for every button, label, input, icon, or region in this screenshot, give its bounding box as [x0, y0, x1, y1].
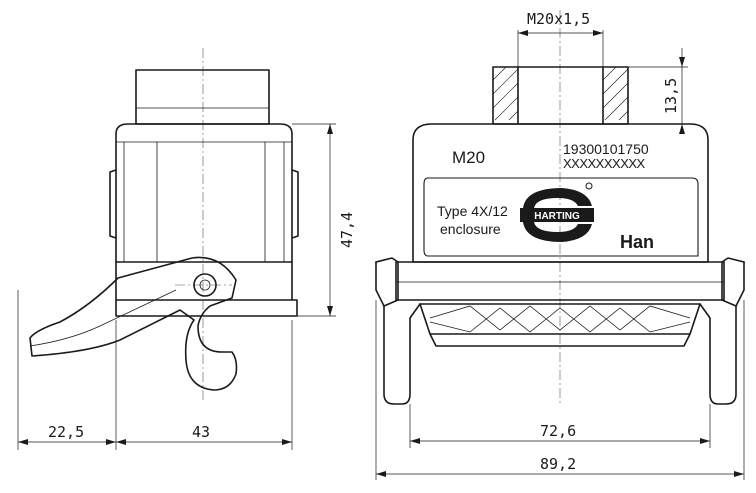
- label-panel: [423, 177, 699, 257]
- series-label: Han: [620, 232, 654, 252]
- side-base: [115, 261, 293, 301]
- inner-width-dimension: 72,6: [540, 422, 576, 440]
- lever-pivot: [193, 273, 217, 297]
- part-number-label: 19300101750: [563, 141, 649, 157]
- type-rating-line1: Type 4X/12: [437, 203, 508, 219]
- front-hood-body: [412, 123, 709, 263]
- right-clip: [699, 257, 745, 405]
- lever-reach-dimension: 22,5: [48, 423, 84, 441]
- brand-label: HARTING: [534, 211, 580, 222]
- entry-size-label: M20: [452, 148, 485, 167]
- thread-height-dimension: 13,5: [662, 78, 680, 114]
- side-height-dimension: 47,4: [338, 212, 356, 248]
- side-width-dimension: 43: [192, 423, 210, 441]
- serial-placeholder-label: XXXXXXXXXX: [563, 156, 646, 171]
- dimensions: M20x1,5 13,5 47,4 22,5 43 72,6: [17, 10, 745, 480]
- left-clip: [375, 257, 421, 405]
- total-width-dimension: 89,2: [540, 455, 576, 473]
- thread-dimension: M20x1,5: [527, 10, 590, 28]
- side-view: [29, 48, 299, 400]
- harting-logo: HARTING: [520, 182, 594, 242]
- side-hood-body: [115, 123, 293, 263]
- side-cable-entry: [135, 69, 270, 125]
- front-view: M20 19300101750 XXXXXXXXXX Type 4X/12 en…: [375, 10, 745, 405]
- locking-lever: [29, 256, 238, 391]
- thread-hatching: [492, 66, 629, 121]
- type-rating-line2: enclosure: [440, 221, 501, 237]
